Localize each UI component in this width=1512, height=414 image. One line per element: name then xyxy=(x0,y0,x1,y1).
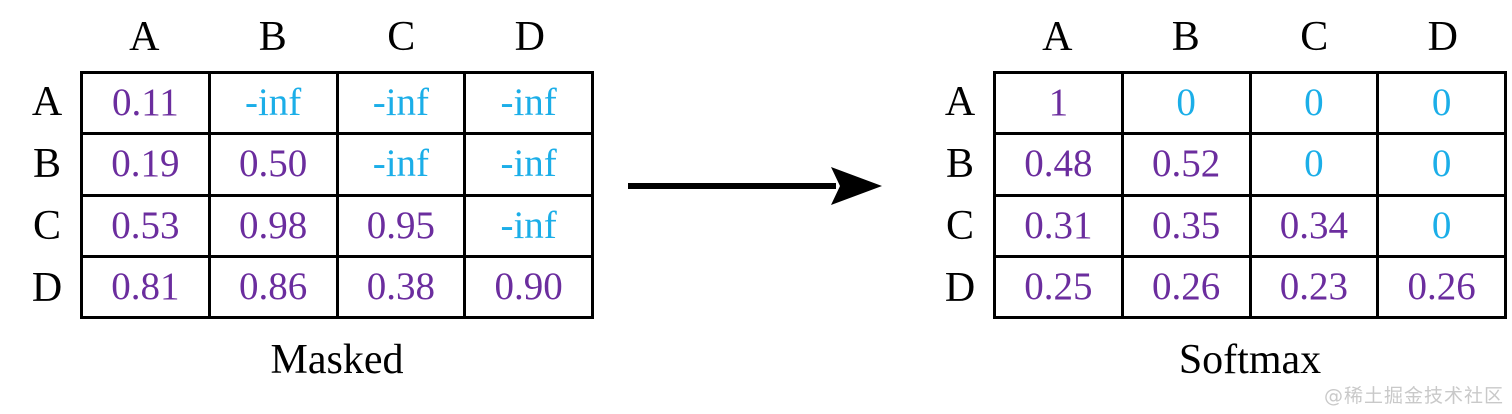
column-header-b: B xyxy=(258,14,287,60)
matrix-cell: 0.11 xyxy=(83,74,211,133)
masked-caption: Masked xyxy=(270,337,404,383)
column-header-c: C xyxy=(1300,14,1329,60)
matrix-cell: 0.34 xyxy=(1252,196,1380,255)
matrix-cell: 0.53 xyxy=(83,196,211,255)
matrix-cell: 0.23 xyxy=(1252,257,1380,316)
matrix-cell: 0.38 xyxy=(339,257,467,316)
row-label-b: B xyxy=(945,141,974,187)
matrix-cell: -inf xyxy=(500,142,557,186)
column-header-a: A xyxy=(1042,14,1073,60)
column-header-a: A xyxy=(129,14,160,60)
matrix-cell: -inf xyxy=(211,74,339,133)
matrix-cell: 0.86 xyxy=(211,257,339,316)
row-label-a: A xyxy=(944,79,976,125)
row-label-a: A xyxy=(31,79,63,125)
softmax-matrix-grid: 1 0 0 0 0.48 0.52 0 0 0.31 0.35 0.34 0 0… xyxy=(993,71,1507,319)
matrix-cell: 0 xyxy=(1431,81,1452,125)
column-header-d: D xyxy=(1427,14,1458,60)
masked-column-headers: A B C D xyxy=(80,14,594,60)
row-label-c: C xyxy=(945,203,974,249)
matrix-cell: -inf xyxy=(500,203,557,247)
matrix-cell: -inf xyxy=(339,74,467,133)
matrix-cell: 0.26 xyxy=(1407,264,1476,308)
table-row: 0.48 0.52 0 0 xyxy=(996,135,1504,197)
matrix-cell: -inf xyxy=(339,135,467,194)
matrix-cell: 1 xyxy=(996,74,1124,133)
table-row: 0.81 0.86 0.38 0.90 xyxy=(83,257,591,316)
matrix-cell: 0 xyxy=(1252,135,1380,194)
matrix-cell: 0.19 xyxy=(83,135,211,194)
matrix-cell: 0 xyxy=(1252,74,1380,133)
softmax-column-headers: A B C D xyxy=(993,14,1507,60)
masked-row-labels: A B C D xyxy=(22,71,72,319)
matrix-cell: 0.90 xyxy=(494,264,563,308)
matrix-cell: 0.81 xyxy=(83,257,211,316)
column-header-c: C xyxy=(387,14,416,60)
matrix-cell: 0.25 xyxy=(996,257,1124,316)
row-label-c: C xyxy=(32,203,61,249)
row-label-d: D xyxy=(944,265,976,311)
softmax-caption: Softmax xyxy=(1178,337,1322,383)
table-row: 0.31 0.35 0.34 0 xyxy=(996,196,1504,258)
column-header-d: D xyxy=(514,14,545,60)
table-row: 1 0 0 0 xyxy=(996,74,1504,136)
matrix-cell: 0.50 xyxy=(211,135,339,194)
table-row: 0.25 0.26 0.23 0.26 xyxy=(996,257,1504,316)
column-header-b: B xyxy=(1171,14,1200,60)
watermark: @稀土掘金技术社区 xyxy=(1323,385,1504,407)
matrix-cell: 0.98 xyxy=(211,196,339,255)
matrix-cell: 0.35 xyxy=(1124,196,1252,255)
table-row: 0.53 0.98 0.95 -inf xyxy=(83,196,591,258)
matrix-cell: 0 xyxy=(1431,142,1452,186)
matrix-cell: 0 xyxy=(1431,203,1452,247)
right-arrow-icon xyxy=(628,167,882,205)
row-label-d: D xyxy=(31,265,63,311)
matrix-cell: 0.48 xyxy=(996,135,1124,194)
masked-matrix-grid: 0.11 -inf -inf -inf 0.19 0.50 -inf -inf … xyxy=(80,71,594,319)
table-row: 0.19 0.50 -inf -inf xyxy=(83,135,591,197)
matrix-cell: 0.52 xyxy=(1124,135,1252,194)
matrix-cell: -inf xyxy=(500,81,557,125)
matrix-cell: 0.26 xyxy=(1124,257,1252,316)
matrix-cell: 0 xyxy=(1124,74,1252,133)
matrix-cell: 0.95 xyxy=(339,196,467,255)
matrix-cell: 0.31 xyxy=(996,196,1124,255)
softmax-row-labels: A B C D xyxy=(935,71,985,319)
row-label-b: B xyxy=(32,141,61,187)
table-row: 0.11 -inf -inf -inf xyxy=(83,74,591,136)
